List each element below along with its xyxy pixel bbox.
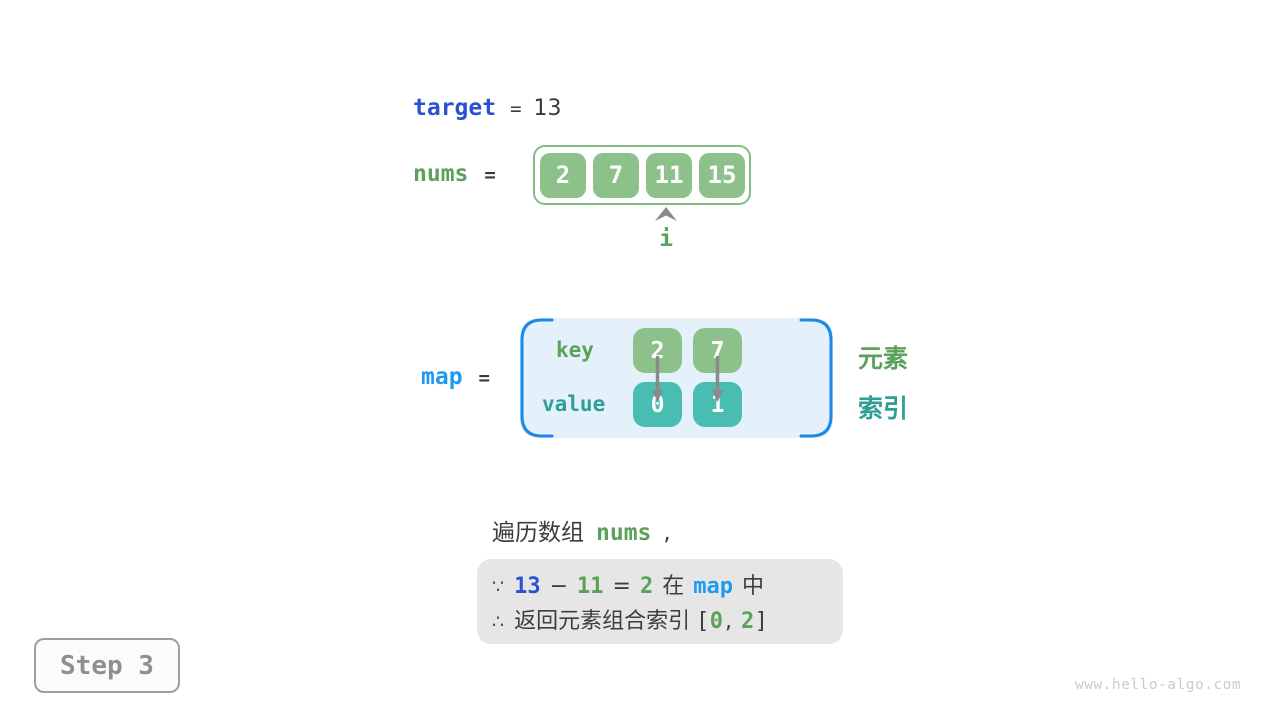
map-reference: map: [693, 574, 733, 599]
equals-sign: =: [478, 367, 490, 389]
target-equation: target = 13: [413, 95, 562, 121]
map-variable: map: [421, 364, 463, 390]
conclusion-line-because: ∵ 13 − 11 = 2 在 map 中: [492, 568, 828, 600]
equals-sign: =: [484, 164, 496, 186]
minuend: 13: [514, 574, 541, 599]
array-cell: 15: [699, 152, 745, 198]
array-cell: 7: [593, 152, 639, 198]
in-word: 在: [662, 574, 685, 599]
map-value-row-label: value: [542, 392, 606, 416]
equals-sign: =: [510, 98, 522, 120]
nums-equation-label: nums =: [413, 161, 496, 187]
conclusion-box: ∵ 13 − 11 = 2 在 map 中 ∴ 返回元素组合索引 [ 0 , 2…: [477, 559, 843, 644]
return-text: 返回元素组合索引: [514, 609, 691, 634]
caption-text: 遍历数组: [492, 520, 584, 546]
target-variable: target: [413, 95, 497, 121]
map-equation-label: map =: [421, 364, 490, 390]
first-index: 0: [709, 609, 723, 634]
caption-comma: ,: [663, 520, 671, 546]
equals-sign: =: [612, 574, 631, 599]
open-bracket: [: [699, 609, 708, 634]
because-symbol: ∵: [492, 576, 505, 598]
caption-nums-ref: nums: [596, 520, 652, 546]
nums-array-container: 2 7 11 15: [533, 145, 751, 205]
nums-variable: nums: [413, 161, 469, 187]
array-cell: 11: [646, 152, 692, 198]
key-to-value-arrow-icons: [652, 356, 723, 402]
index-row-label: 索引: [858, 394, 909, 423]
index-pointer-up-icon: [655, 207, 677, 221]
second-index: 2: [740, 609, 755, 634]
caption-sentence: 遍历数组 nums ,: [492, 513, 671, 547]
middle-word: 中: [741, 574, 764, 599]
comma: ,: [724, 609, 732, 634]
map-key-row-label: key: [556, 338, 594, 362]
subtrahend: 11: [577, 574, 604, 599]
map-bracket-icons: [520, 318, 833, 438]
therefore-symbol: ∴: [492, 611, 505, 633]
close-bracket: ]: [756, 609, 765, 634]
step-label: Step 3: [60, 650, 154, 681]
map-value-cell: 0: [633, 382, 682, 427]
array-cell: 2: [540, 152, 586, 198]
index-pointer-label: i: [659, 226, 673, 252]
element-row-label: 元素: [858, 344, 909, 373]
conclusion-line-therefore: ∴ 返回元素组合索引 [ 0 , 2 ]: [492, 603, 828, 635]
target-value: 13: [533, 96, 562, 121]
difference: 2: [639, 574, 654, 599]
map-container: key value 2 7 0 1: [520, 318, 833, 438]
watermark-text: www.hello-algo.com: [1075, 677, 1242, 693]
minus-sign: −: [549, 574, 569, 599]
step-badge: Step 3: [34, 638, 180, 693]
